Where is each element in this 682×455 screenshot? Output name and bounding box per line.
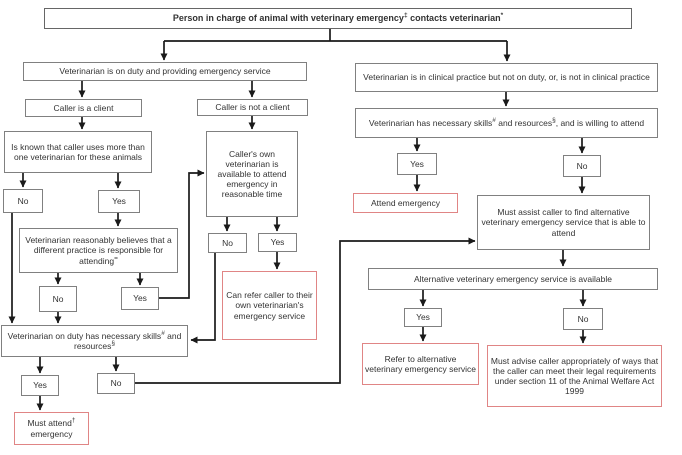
node-label: Must assist caller to find alternative v… xyxy=(481,207,646,238)
node-yes-r1: Yes xyxy=(397,153,437,175)
node-attend-emergency: Attend emergency xyxy=(353,193,458,213)
node-no-4: No xyxy=(97,373,135,394)
edge-no4-mustassist xyxy=(135,237,476,384)
node-no-3: No xyxy=(208,233,247,253)
edge-title-split xyxy=(164,29,507,42)
node-label: No xyxy=(110,378,122,389)
node-label: Person in charge of animal with veterina… xyxy=(172,12,504,24)
node-must-attend: Must attend† emergency xyxy=(14,412,89,445)
node-label: Caller is not a client xyxy=(215,102,290,113)
node-label: Must attend† emergency xyxy=(27,417,76,439)
node-label: Veterinarian on duty has necessary skill… xyxy=(7,330,182,351)
node-different-practice: Veterinarian reasonably believes that a … xyxy=(19,228,178,273)
node-no-1: No xyxy=(3,189,43,213)
node-yes-r2: Yes xyxy=(404,308,442,327)
node-caller-not-client: Caller is not a client xyxy=(197,99,308,116)
node-yes-1: Yes xyxy=(98,190,140,213)
node-label: Yes xyxy=(416,312,430,323)
node-label: Must advise caller appropriately of ways… xyxy=(490,355,659,397)
node-label: Yes xyxy=(112,196,126,207)
node-label: Yes xyxy=(33,380,47,391)
node-label: Veterinarian is on duty and providing em… xyxy=(59,66,271,77)
node-label: Attend emergency xyxy=(371,197,440,208)
node-no-r2: No xyxy=(563,308,603,330)
node-on-duty-skills: Veterinarian on duty has necessary skill… xyxy=(1,325,188,357)
node-label: Caller's own veterinarian is available t… xyxy=(217,148,287,200)
node-label: Veterinarian reasonably believes that a … xyxy=(25,235,172,266)
node-no-2: No xyxy=(39,286,77,312)
node-label: No xyxy=(17,195,29,206)
node-can-refer: Can refer caller to their own veterinari… xyxy=(222,271,317,340)
node-label: Caller is a client xyxy=(53,102,114,113)
node-clinical-practice: Veterinarian is in clinical practice but… xyxy=(355,63,658,92)
node-label: Veterinarian is in clinical practice but… xyxy=(363,72,650,83)
node-label: Refer to alternative veterinary emergenc… xyxy=(365,353,477,374)
node-yes-4: Yes xyxy=(21,375,59,396)
node-label: No xyxy=(52,293,64,304)
node-label: Yes xyxy=(270,237,285,248)
node-refer-alt: Refer to alternative veterinary emergenc… xyxy=(362,343,479,385)
node-alt-available: Alternative veterinary emergency service… xyxy=(368,268,658,290)
node-label: Can refer caller to their own veterinari… xyxy=(226,290,313,321)
node-title: Person in charge of animal with veterina… xyxy=(44,8,632,29)
node-no-r1: No xyxy=(563,155,601,177)
node-skills-willing: Veterinarian has necessary skills# and r… xyxy=(355,108,658,138)
edge-yes2-callersown xyxy=(159,169,205,299)
node-yes-2: Yes xyxy=(121,287,159,310)
node-label: Yes xyxy=(410,158,424,169)
node-must-advise: Must advise caller appropriately of ways… xyxy=(487,345,662,407)
node-on-duty: Veterinarian is on duty and providing em… xyxy=(23,62,307,81)
node-uses-more: Is known that caller uses more than one … xyxy=(4,131,152,173)
node-label: Veterinarian has necessary skills# and r… xyxy=(368,117,645,128)
node-label: Is known that caller uses more than one … xyxy=(11,141,145,162)
node-label: No xyxy=(576,160,588,171)
node-label: No xyxy=(222,237,233,248)
node-yes-3: Yes xyxy=(258,233,297,252)
edge-no3-ondutyskills xyxy=(190,253,216,344)
node-must-assist: Must assist caller to find alternative v… xyxy=(477,195,650,250)
node-label: No xyxy=(577,313,589,324)
node-label: Yes xyxy=(133,293,147,304)
node-label: Alternative veterinary emergency service… xyxy=(414,273,612,284)
node-caller-client: Caller is a client xyxy=(25,99,142,117)
node-callers-own: Caller's own veterinarian is available t… xyxy=(206,131,298,217)
